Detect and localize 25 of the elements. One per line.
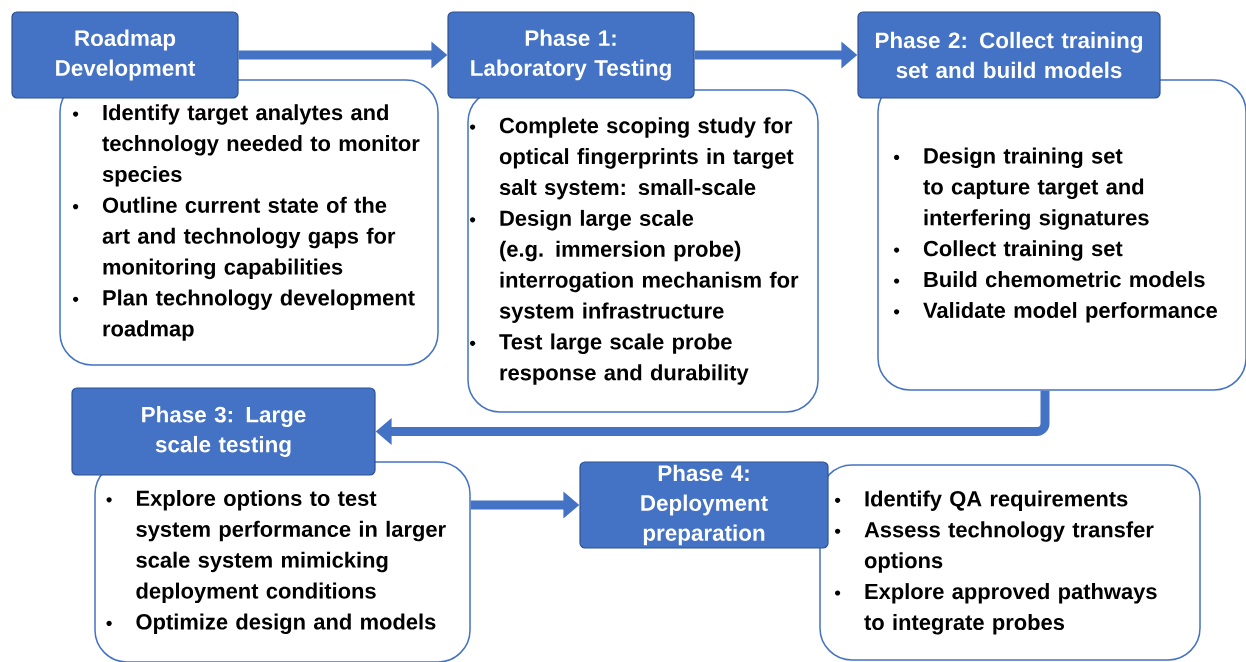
phase-header-box: Phase 4: Deployment preparation xyxy=(579,461,829,549)
bullet-item: Test large scale probe response and durability xyxy=(499,333,749,385)
bullet-item: Validate model performance xyxy=(923,302,1217,323)
bullet-item: Identify QA requirements xyxy=(865,490,1128,511)
bullet-item: Build chemometric models xyxy=(924,271,1205,288)
bullet-item: Explore approved pathways to integrate probes xyxy=(864,583,1157,635)
bullet-item: Collect training set xyxy=(923,240,1123,261)
bullet-item: Design large scale (e.g. immersion probe) interrogation mechanism for system infrastructure xyxy=(499,209,799,323)
bullet-item: Optimize design and models xyxy=(136,613,436,634)
bullet-item: Assess technology transfer options xyxy=(864,521,1154,573)
bullet-item: Complete scoping study for optical fingerprints in target salt system: small-scale xyxy=(499,117,794,200)
bullet-item: Explore options to test system performance in larger scale system mimicking deployment conditions xyxy=(136,489,446,604)
task-list-box xyxy=(877,79,1246,391)
bullet-item: Design training set to capture target and interfering signatures xyxy=(923,147,1149,230)
bullet-item: Plan technology development roadmap xyxy=(103,289,415,341)
task-list-box xyxy=(94,461,471,662)
phase-header-box: Roadmap Development xyxy=(11,11,239,99)
phase-header-box: Phase 3: Large scale testing xyxy=(71,387,376,476)
phase-header-box: Phase 2: Collect training set and build models xyxy=(857,11,1161,99)
bullet-item: Outline current state of the art and technology gaps for monitoring capabilities xyxy=(102,196,396,280)
bullet-item: Identify target analytes and technology needed to monitor species xyxy=(102,104,420,187)
task-list-box xyxy=(819,464,1201,661)
phase-header-box: Phase 1: Laboratory Testing xyxy=(447,11,695,99)
task-list-box xyxy=(59,79,439,366)
task-list-box xyxy=(467,89,819,413)
